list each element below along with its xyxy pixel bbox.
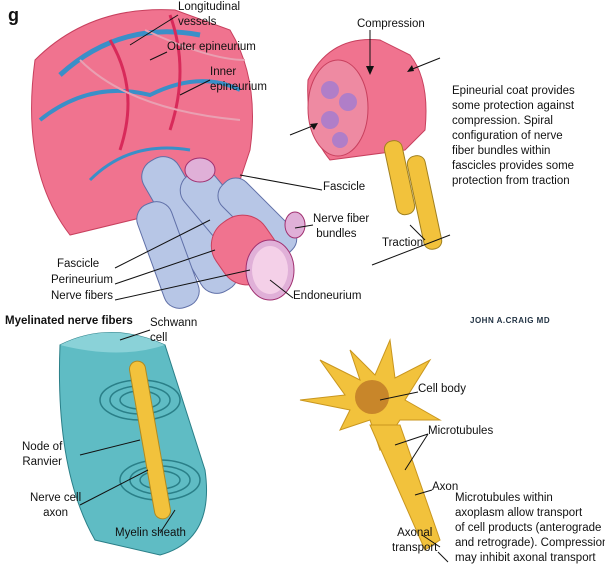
label-myelin-sheath: Myelin sheath: [115, 527, 186, 539]
fascicles-illustration: [136, 156, 306, 309]
label-perineurium: Perineurium: [51, 274, 113, 286]
signature: JOHN A.CRAIG MD: [470, 316, 551, 325]
label-outer-epineurium: Outer epineurium: [167, 41, 256, 53]
myelinated-fiber-illustration: [58, 332, 207, 556]
label-compression: Compression: [357, 18, 425, 30]
label-endoneurium: Endoneurium: [293, 290, 362, 302]
label-traction: Traction: [382, 237, 424, 249]
label-nerve-fibers: Nerve fibers: [51, 290, 113, 302]
leader-lines: [79, 14, 451, 563]
label-nerve-fiber-bundles: Nerve fiber bundles: [313, 213, 370, 240]
label-axon: Axon: [432, 481, 459, 493]
label-microtubules: Microtubules: [428, 425, 494, 437]
panel-letter: g: [8, 5, 19, 25]
section-title: Myelinated nerve fibers: [5, 315, 133, 327]
neuron-illustration: [299, 338, 442, 551]
compression-traction-illustration: [307, 39, 443, 250]
label-fascicle-left: Fascicle: [57, 258, 100, 270]
label-fascicle-right: Fascicle: [323, 181, 366, 193]
label-cell-body: Cell body: [418, 383, 466, 395]
